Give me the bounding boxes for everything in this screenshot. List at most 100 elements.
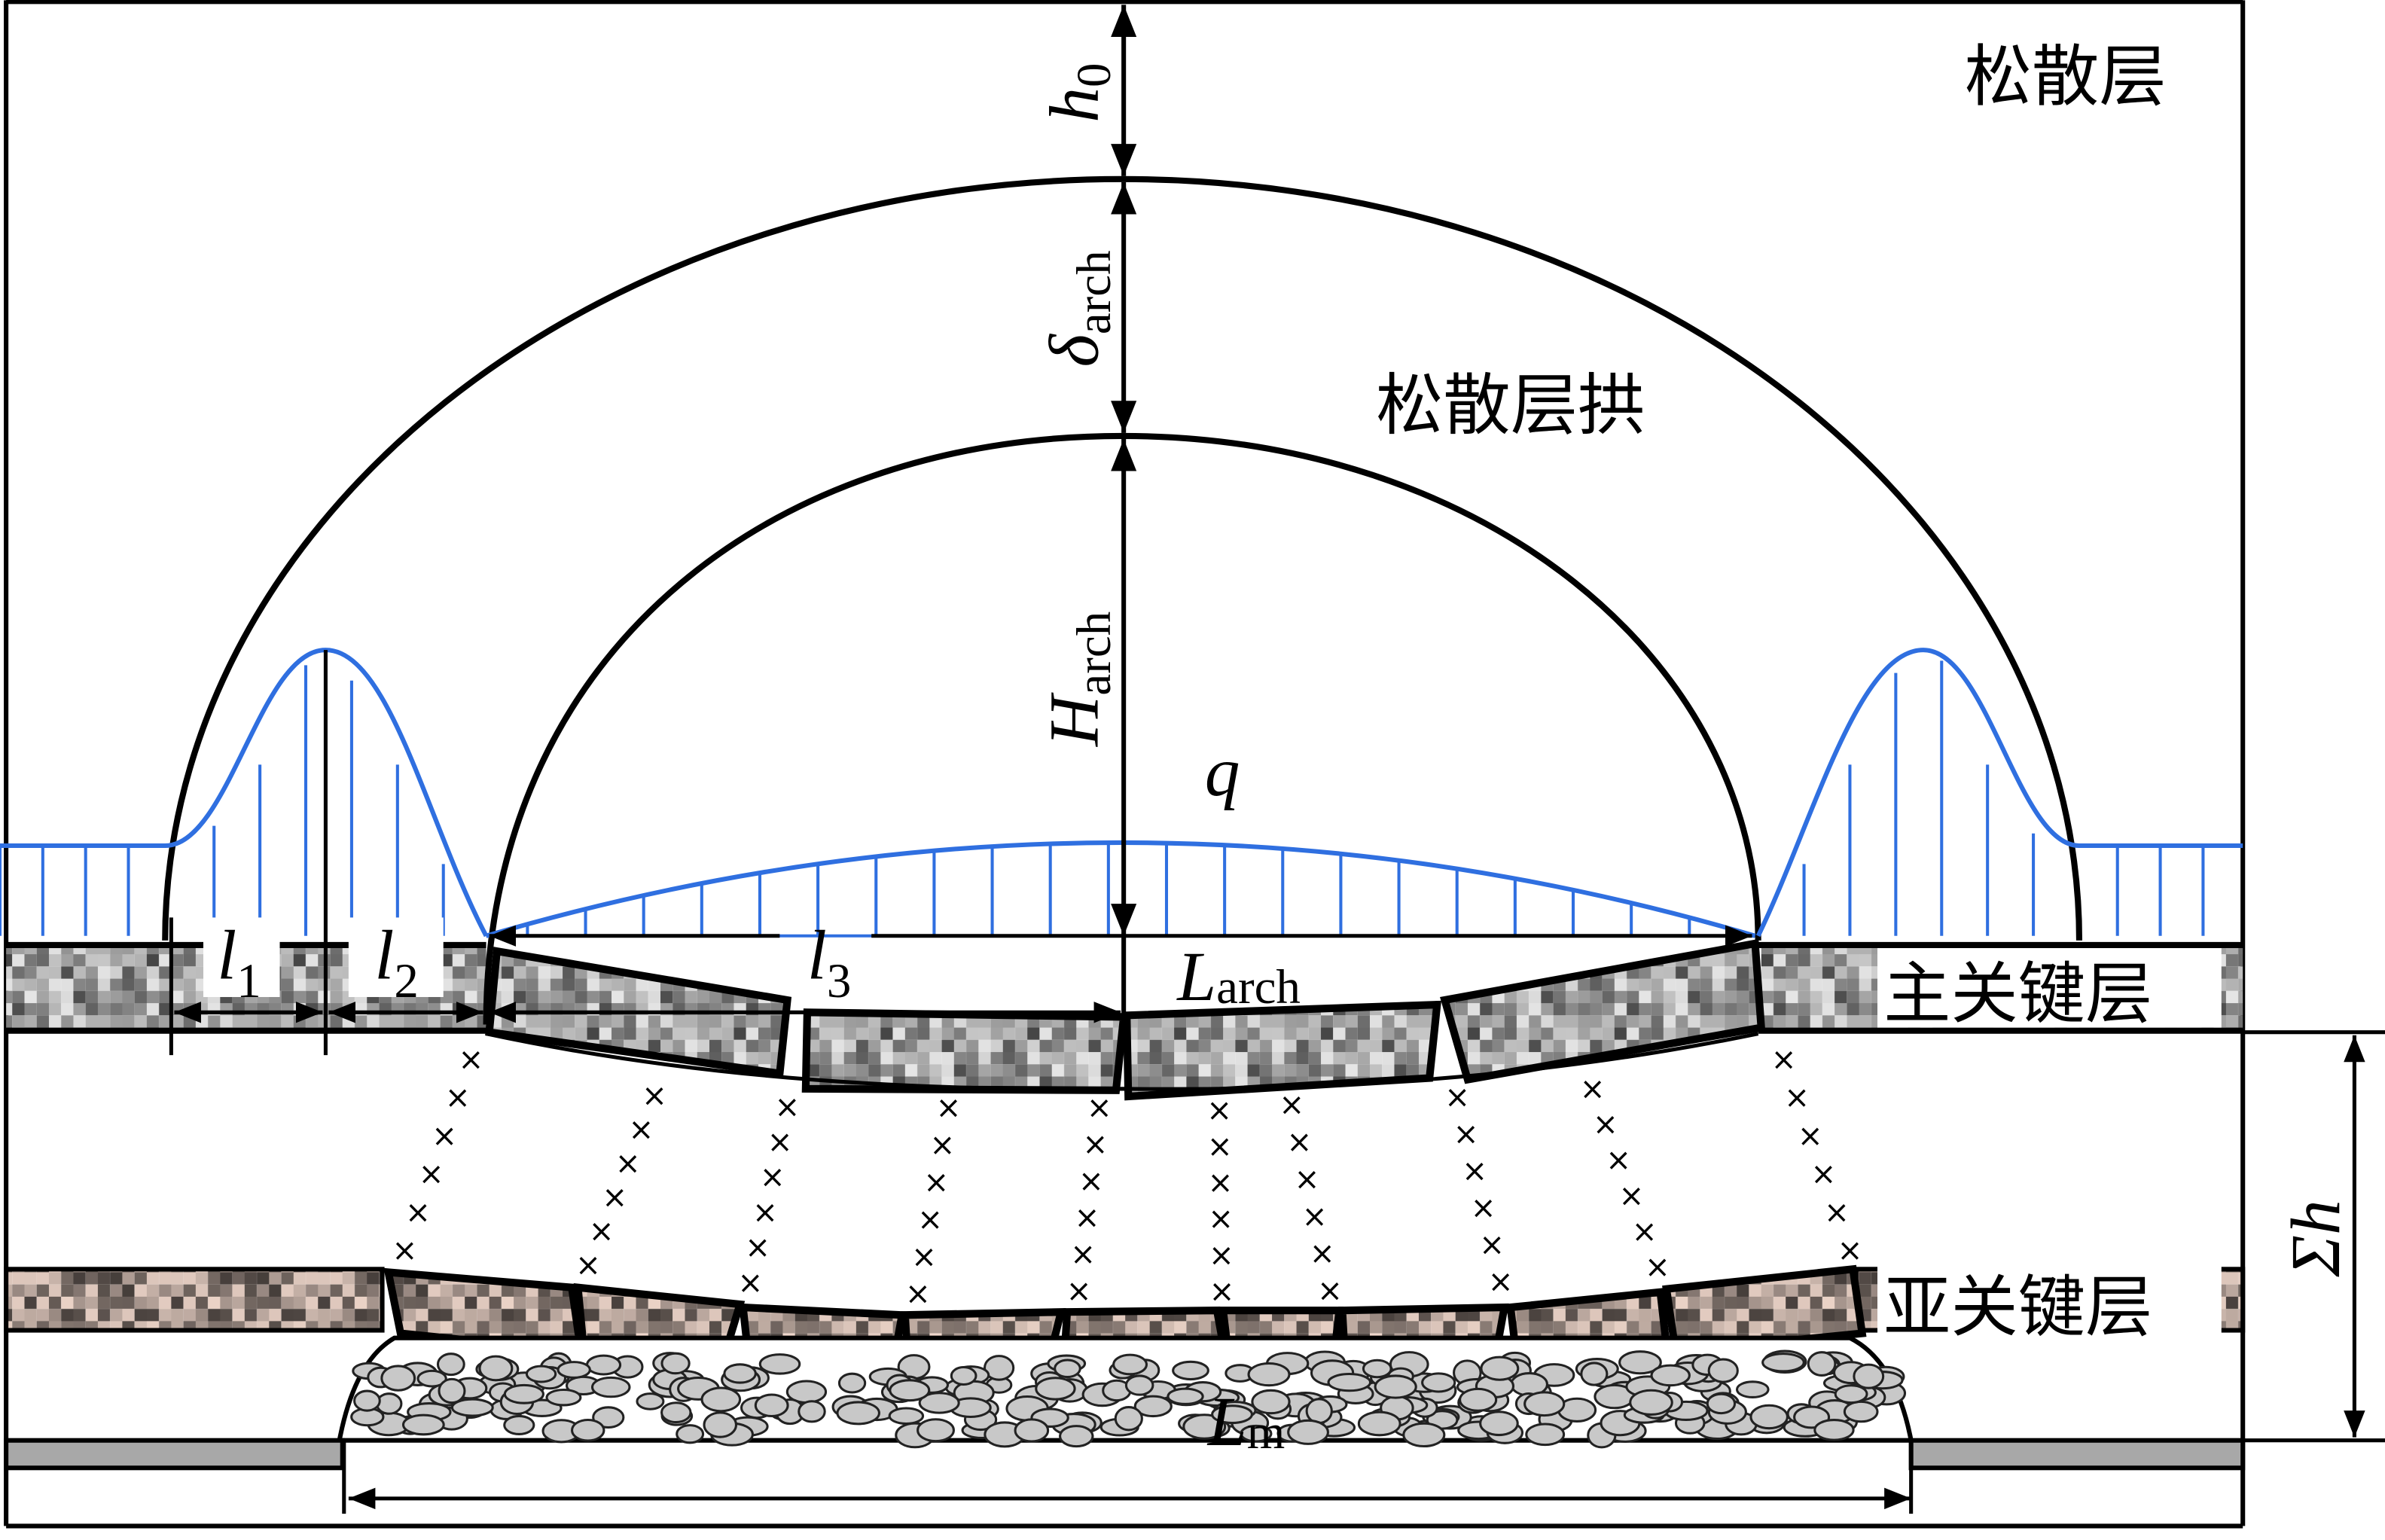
rubble-stone [416, 1369, 447, 1388]
rubble-stone [836, 1401, 880, 1426]
rubble-stone [1749, 1404, 1789, 1430]
rubble-stone [503, 1383, 544, 1404]
fracture-mark: × [1207, 1128, 1233, 1164]
rubble-stone [1112, 1353, 1148, 1376]
fracture-mark: × [1771, 1041, 1797, 1077]
rubble-stone [1421, 1372, 1456, 1393]
fracture-mark: × [935, 1090, 961, 1126]
rubble-stone [660, 1352, 691, 1375]
fracture-mark: × [1070, 1236, 1096, 1272]
rubble-stone [1813, 1419, 1855, 1441]
fracture-mark: × [1208, 1200, 1234, 1237]
rubble-stone [889, 1379, 931, 1402]
fracture-mark: × [1207, 1164, 1233, 1200]
inner-arch [483, 432, 1761, 1025]
rubble-stone [1251, 1389, 1291, 1415]
fracture-mark: × [1206, 1092, 1232, 1128]
rubble-stone [1167, 1387, 1204, 1405]
fracture-mark: × [1838, 1232, 1863, 1268]
rubble-stone [1014, 1418, 1050, 1443]
rubble-stone [525, 1365, 557, 1383]
fracture-mark: × [1444, 1078, 1470, 1115]
rubble-stone [1357, 1410, 1401, 1437]
frame [4, 0, 2246, 1529]
rubble-stone [837, 1372, 867, 1394]
rubble-stone [1807, 1351, 1837, 1377]
rubble-stone [1650, 1364, 1691, 1387]
rubble-stone [1287, 1419, 1329, 1445]
rubble-stone [1525, 1423, 1566, 1447]
rubble-stone [1479, 1410, 1519, 1437]
fracture-mark: × [1453, 1115, 1479, 1151]
fracture-mark: × [1295, 1160, 1320, 1197]
fracture-mark: × [419, 1156, 444, 1192]
rubble-stone [1580, 1362, 1609, 1386]
rubble-stone [503, 1414, 535, 1435]
fracture-mark: × [445, 1079, 471, 1115]
rubble-stone [1054, 1359, 1081, 1379]
fracture-mark: × [1645, 1249, 1670, 1285]
rubble-stone [758, 1353, 801, 1375]
fracture-mark: × [589, 1212, 615, 1249]
fracture-mark: × [1209, 1273, 1234, 1309]
rubble-stone [918, 1392, 960, 1414]
fracture-lines: ××××××××××××××××××××××××××××××××××××××××… [392, 1041, 1862, 1311]
fracture-mark: × [628, 1111, 654, 1147]
svg-text:Harch: Harch [1036, 611, 1121, 747]
fracture-mark: × [405, 1194, 431, 1230]
loose-layer-label: 松散层 [1965, 38, 2167, 116]
rubble-stone [1761, 1352, 1805, 1373]
rubble-stone [983, 1355, 1015, 1381]
fracture-mark: × [1286, 1124, 1312, 1160]
fracture-mark: × [1606, 1142, 1631, 1178]
fracture-mark: × [1075, 1200, 1100, 1236]
rubble-stone [1459, 1387, 1498, 1412]
rubble-stone [585, 1354, 622, 1376]
rubble-stone [1182, 1413, 1227, 1440]
fracture-mark: × [642, 1077, 667, 1113]
rubble-stone [1402, 1422, 1446, 1448]
fracture-mark: × [737, 1264, 763, 1301]
fracture-mark: × [432, 1118, 457, 1154]
fracture-mark: × [923, 1163, 949, 1200]
rubble-stone [1305, 1398, 1333, 1425]
rubble-stone [1362, 1359, 1392, 1379]
rubble-stone [401, 1413, 445, 1436]
fracture-mark: × [1824, 1194, 1850, 1230]
rubble-stone [1707, 1358, 1739, 1383]
rubble-stone [450, 1398, 494, 1417]
rubble-stone [1843, 1400, 1879, 1423]
l-arch-label: Larch [1176, 938, 1301, 1016]
fracture-mark: × [1087, 1089, 1112, 1125]
rubble-stone [754, 1393, 789, 1418]
fracture-mark: × [1078, 1163, 1104, 1199]
fracture-mark: × [1471, 1189, 1496, 1225]
fracture-mark: × [1479, 1227, 1505, 1263]
rubble-stone [353, 1389, 381, 1412]
rubble-stone [1247, 1362, 1291, 1387]
rubble-stone [1834, 1384, 1868, 1404]
fracture-mark: × [1209, 1237, 1234, 1273]
fracture-mark: × [1618, 1177, 1644, 1213]
rubble-stone [1523, 1391, 1566, 1417]
rubble-stone [700, 1386, 742, 1413]
rubble-stone [1133, 1395, 1173, 1418]
loose-arch-label: 松散层拱 [1376, 367, 1645, 445]
fracture-mark: × [458, 1041, 483, 1077]
fracture-mark: × [911, 1238, 937, 1274]
fracture-mark: × [1310, 1235, 1335, 1271]
rubble-stone [592, 1406, 625, 1429]
horizontal-dimensions [169, 650, 2385, 1514]
fracture-mark: × [615, 1145, 641, 1181]
fracture-mark: × [1279, 1087, 1304, 1123]
rubble-stone [950, 1365, 977, 1386]
svg-text:δarch: δarch [1036, 250, 1121, 367]
rubble-stone [1240, 1424, 1273, 1443]
rubble-stone [636, 1392, 665, 1410]
rubble-stone [438, 1377, 466, 1404]
l1-label: l1 [217, 917, 261, 1008]
rubble-stone [676, 1424, 705, 1444]
rubble-stone [1706, 1392, 1737, 1415]
fracture-mark: × [929, 1127, 955, 1163]
rubble-stone [1327, 1372, 1372, 1392]
